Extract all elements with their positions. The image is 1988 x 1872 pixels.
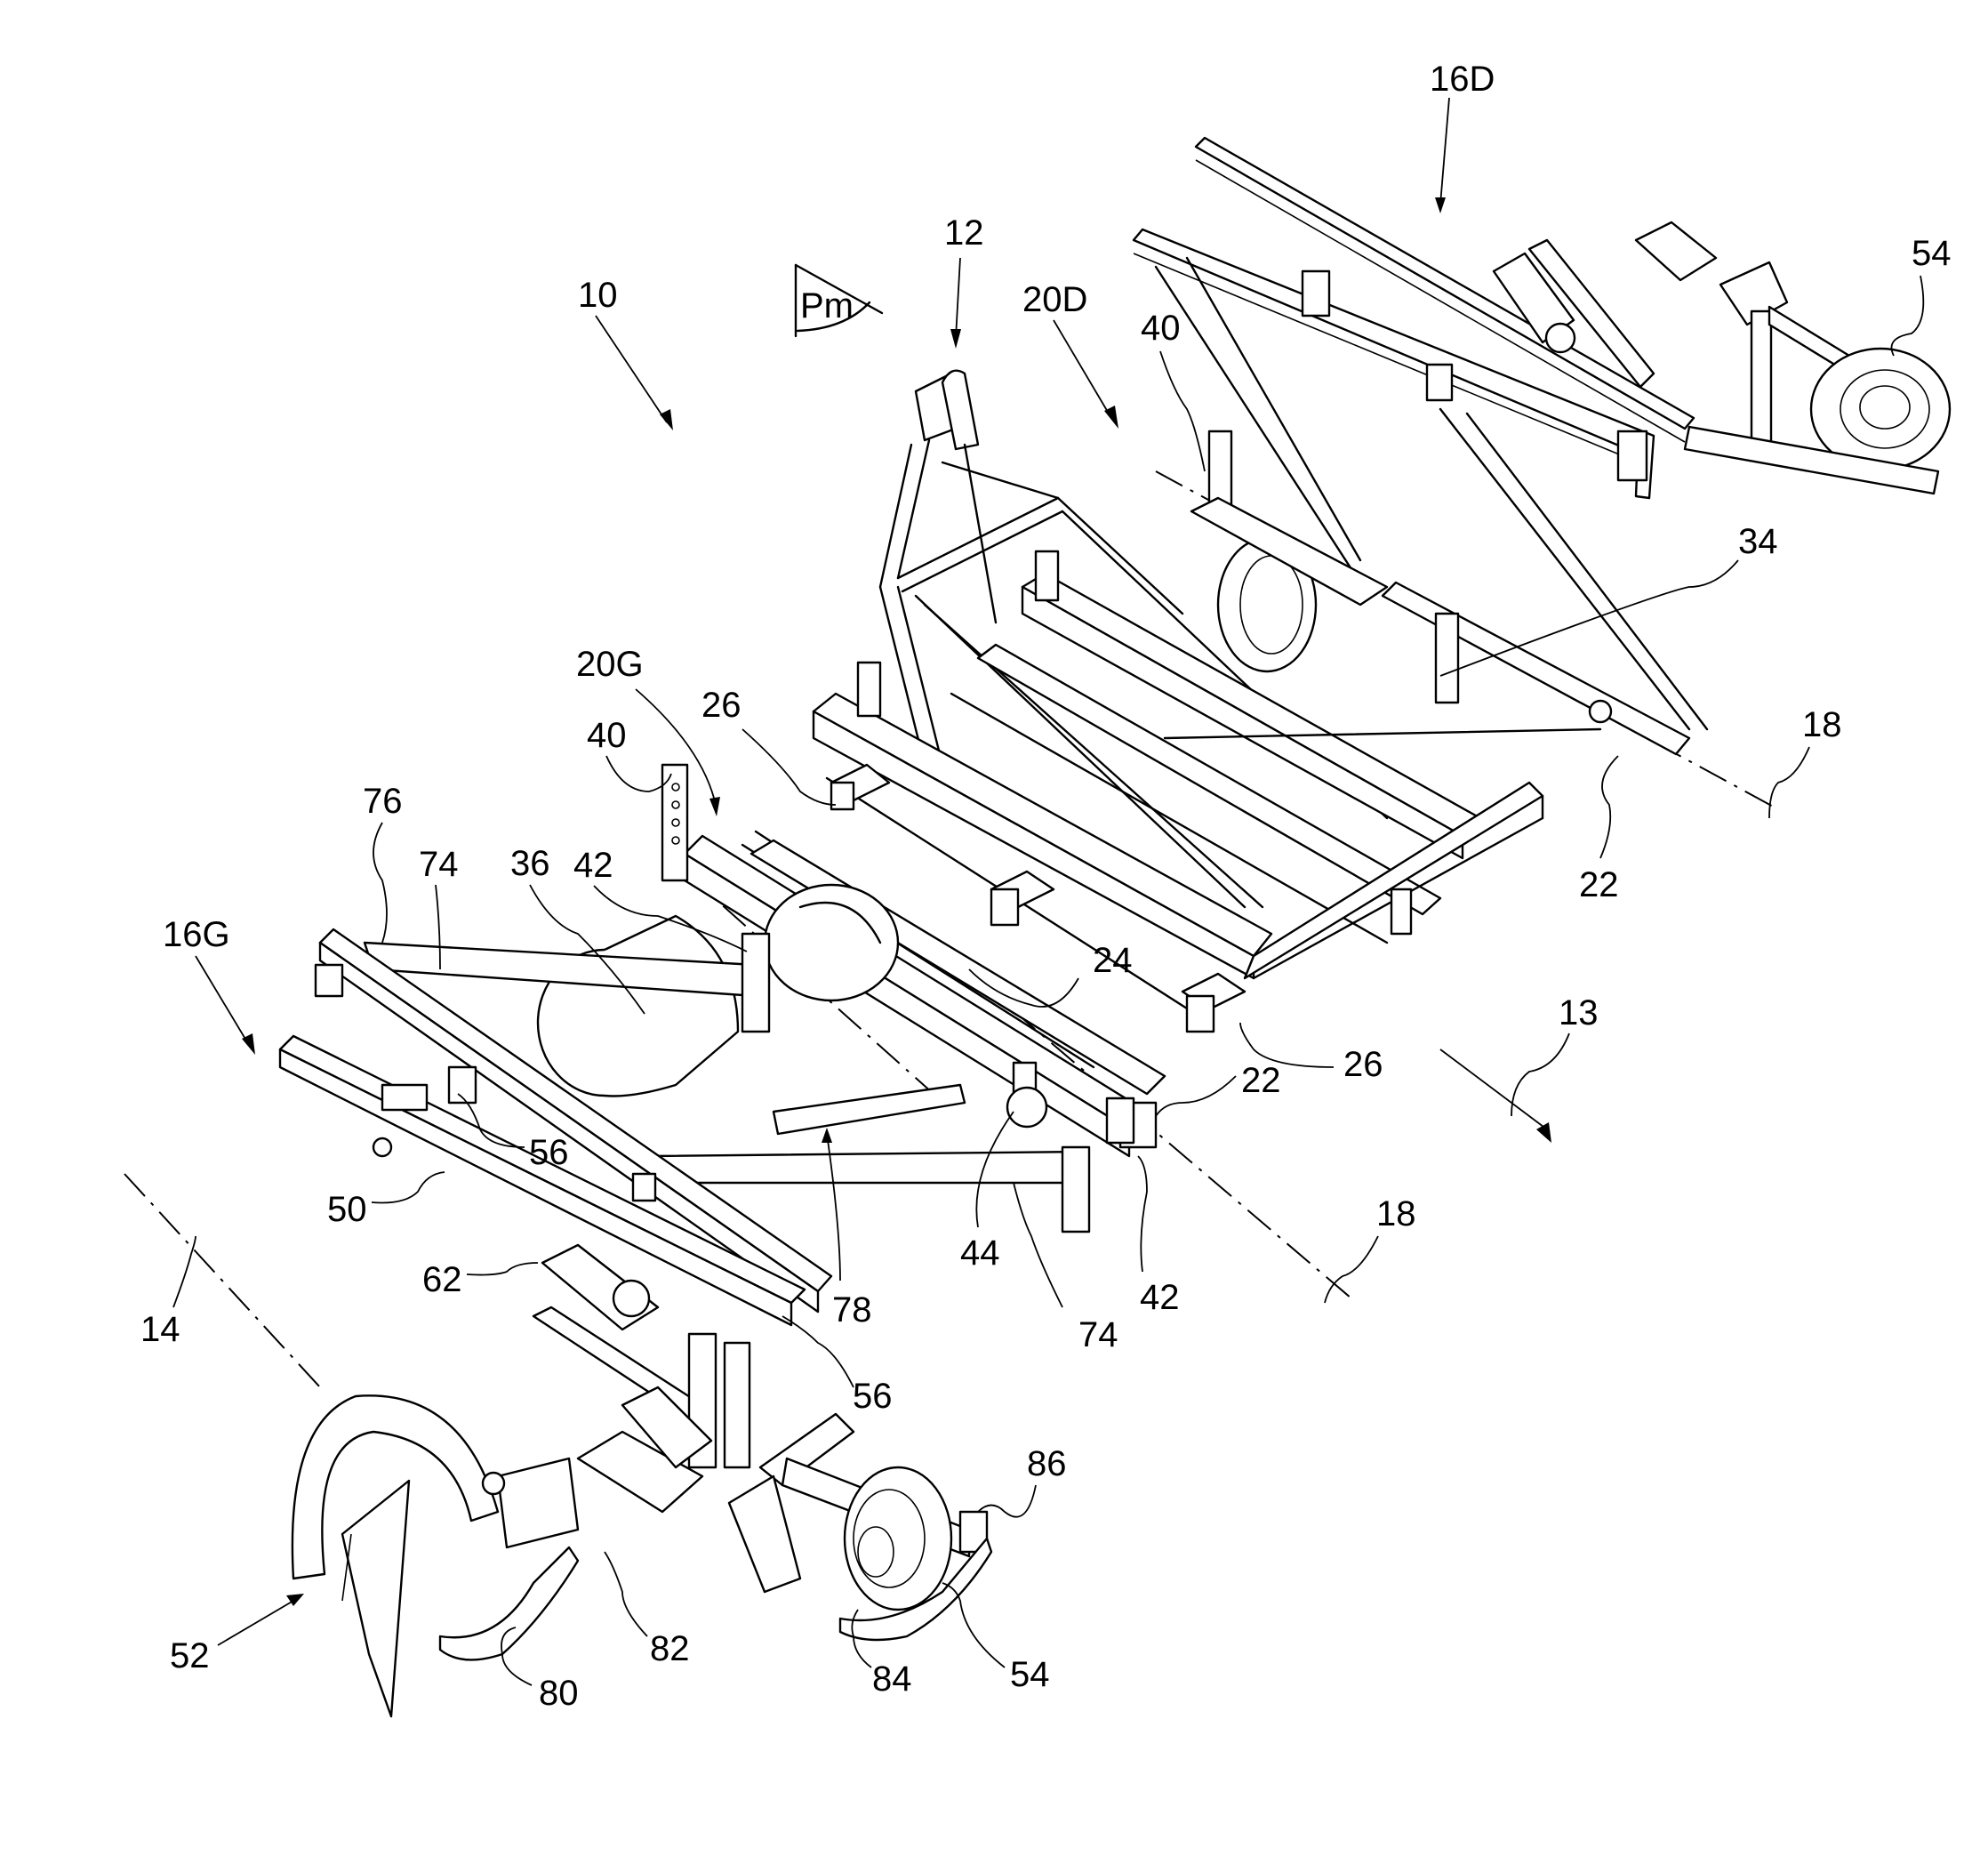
toolbar-16G [278, 928, 833, 1327]
label-56-bottom: 56 [853, 1377, 893, 1416]
label-50: 50 [327, 1190, 367, 1229]
label-18-bottom: 18 [1376, 1194, 1416, 1233]
label-54-bottom: 54 [1010, 1655, 1050, 1694]
label-40-top: 40 [1141, 309, 1181, 348]
label-44: 44 [960, 1233, 1000, 1273]
label-80: 80 [539, 1674, 579, 1713]
label-22-mid: 22 [1241, 1061, 1281, 1100]
label-20G: 20G [576, 645, 644, 684]
label-34: 34 [1738, 522, 1778, 561]
label-36: 36 [510, 844, 550, 883]
label-74-bottom: 74 [1078, 1315, 1118, 1354]
label-26-top: 26 [701, 686, 741, 725]
label-10: 10 [578, 276, 618, 315]
label-56-top: 56 [529, 1133, 569, 1172]
label-24: 24 [1093, 941, 1133, 980]
label-26-right: 26 [1343, 1045, 1383, 1084]
label-76: 76 [363, 782, 403, 821]
label-20D: 20D [1022, 280, 1087, 319]
leader-lines [172, 97, 1925, 1686]
label-62: 62 [422, 1260, 462, 1299]
axis-14-line [124, 1173, 321, 1388]
drum-36 [536, 763, 900, 1097]
label-84: 84 [872, 1659, 912, 1699]
main-frame [741, 430, 1691, 1069]
label-42-top: 42 [573, 846, 613, 885]
label-54-top: 54 [1912, 234, 1952, 273]
toolbar-16D [1132, 136, 1952, 731]
label-74-top: 74 [419, 845, 459, 884]
label-86: 86 [1027, 1444, 1067, 1483]
plane-symbol-pm [794, 263, 884, 338]
label-78: 78 [832, 1290, 872, 1330]
label-14: 14 [140, 1310, 180, 1349]
label-52: 52 [170, 1636, 210, 1675]
label-40-left: 40 [587, 716, 627, 755]
label-13: 13 [1559, 993, 1599, 1032]
label-16D: 16D [1430, 60, 1495, 99]
linkage-74 [363, 932, 1135, 1233]
label-12: 12 [944, 213, 984, 253]
label-42-bottom: 42 [1140, 1278, 1180, 1317]
row-unit [291, 1243, 993, 1718]
label-82: 82 [650, 1629, 690, 1668]
label-16G: 16G [163, 915, 230, 954]
label-22-right: 22 [1579, 865, 1619, 904]
label-18-right: 18 [1802, 705, 1842, 744]
label-pm: Pm [800, 286, 854, 325]
reference-labels: 16D 54 12 10 Pm 20D 40 34 18 22 20G 26 4… [140, 60, 1952, 1713]
